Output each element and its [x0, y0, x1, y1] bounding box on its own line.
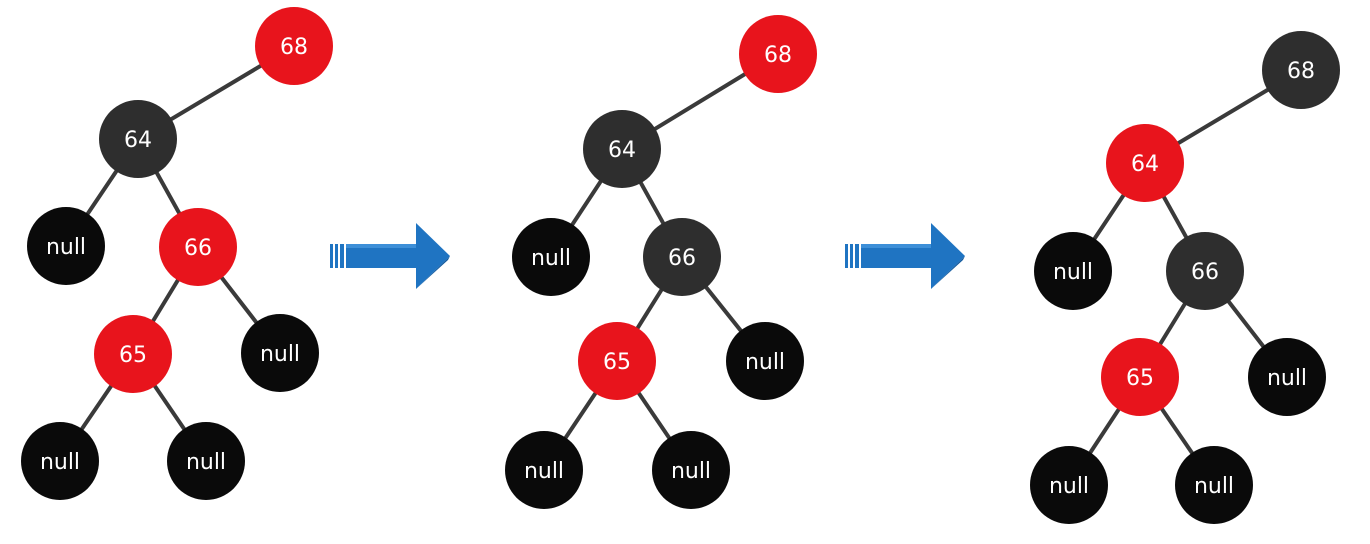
right-arrow-icon — [845, 223, 965, 289]
node-circle — [578, 322, 656, 400]
node-circle — [643, 218, 721, 296]
node-label: 65 — [1126, 366, 1154, 391]
node-label: null — [1053, 260, 1093, 285]
tree-3: 68 64 null 66 65 null null null — [1030, 31, 1340, 524]
null-leaf-node: null — [505, 431, 583, 509]
null-leaf-node: null — [1034, 232, 1112, 310]
node-circle — [505, 431, 583, 509]
node-circle — [1030, 446, 1108, 524]
tree-node-64: 64 — [583, 110, 661, 188]
node-circle — [27, 207, 105, 285]
tree-node-65: 65 — [578, 322, 656, 400]
node-circle — [1166, 232, 1244, 310]
tree-node-68: 68 — [739, 15, 817, 93]
tree-2: 68 64 null 66 65 null null null — [505, 15, 817, 509]
node-label: 65 — [119, 343, 147, 368]
node-label: 68 — [280, 35, 308, 60]
node-label: null — [745, 350, 785, 375]
node-circle — [1101, 338, 1179, 416]
node-circle — [1106, 124, 1184, 202]
node-label: null — [46, 235, 86, 260]
tree-node-65: 65 — [1101, 338, 1179, 416]
node-label: 66 — [668, 246, 696, 271]
node-label: null — [260, 342, 300, 367]
null-leaf-node: null — [27, 207, 105, 285]
node-circle — [21, 422, 99, 500]
null-leaf-node: null — [726, 322, 804, 400]
node-label: 64 — [1131, 152, 1159, 177]
null-leaf-node: null — [652, 431, 730, 509]
node-label: 64 — [124, 128, 152, 153]
null-leaf-node: null — [1175, 446, 1253, 524]
node-circle — [159, 208, 237, 286]
node-label: 65 — [603, 350, 631, 375]
tree-node-64: 64 — [1106, 124, 1184, 202]
null-leaf-node: null — [21, 422, 99, 500]
node-circle — [1175, 446, 1253, 524]
node-label: null — [1267, 366, 1307, 391]
tree-node-66: 66 — [643, 218, 721, 296]
node-label: null — [531, 246, 571, 271]
tree-node-68: 68 — [255, 7, 333, 85]
tree-node-66: 66 — [1166, 232, 1244, 310]
null-leaf-node: null — [167, 422, 245, 500]
node-circle — [739, 15, 817, 93]
tree-node-66: 66 — [159, 208, 237, 286]
node-circle — [167, 422, 245, 500]
node-circle — [94, 315, 172, 393]
node-label: null — [186, 450, 226, 475]
node-label: null — [1049, 474, 1089, 499]
tree-node-68: 68 — [1262, 31, 1340, 109]
tree-node-65: 65 — [94, 315, 172, 393]
node-circle — [652, 431, 730, 509]
node-label: 68 — [1287, 59, 1315, 84]
null-leaf-node: null — [1030, 446, 1108, 524]
node-circle — [512, 218, 590, 296]
node-circle — [726, 322, 804, 400]
tree-node-64: 64 — [99, 100, 177, 178]
node-label: 66 — [1191, 260, 1219, 285]
node-circle — [1248, 338, 1326, 416]
tree-1: 68 64 null 66 65 null null null — [21, 7, 333, 500]
node-circle — [255, 7, 333, 85]
node-circle — [583, 110, 661, 188]
null-leaf-node: null — [512, 218, 590, 296]
node-circle — [241, 314, 319, 392]
node-label: 66 — [184, 236, 212, 261]
right-arrow-icon — [330, 223, 450, 289]
node-label: null — [671, 459, 711, 484]
node-label: 68 — [764, 43, 792, 68]
null-leaf-node: null — [241, 314, 319, 392]
node-circle — [1262, 31, 1340, 109]
node-circle — [99, 100, 177, 178]
node-circle — [1034, 232, 1112, 310]
node-label: null — [40, 450, 80, 475]
null-leaf-node: null — [1248, 338, 1326, 416]
node-label: null — [524, 459, 564, 484]
node-label: null — [1194, 474, 1234, 499]
node-label: 64 — [608, 138, 636, 163]
